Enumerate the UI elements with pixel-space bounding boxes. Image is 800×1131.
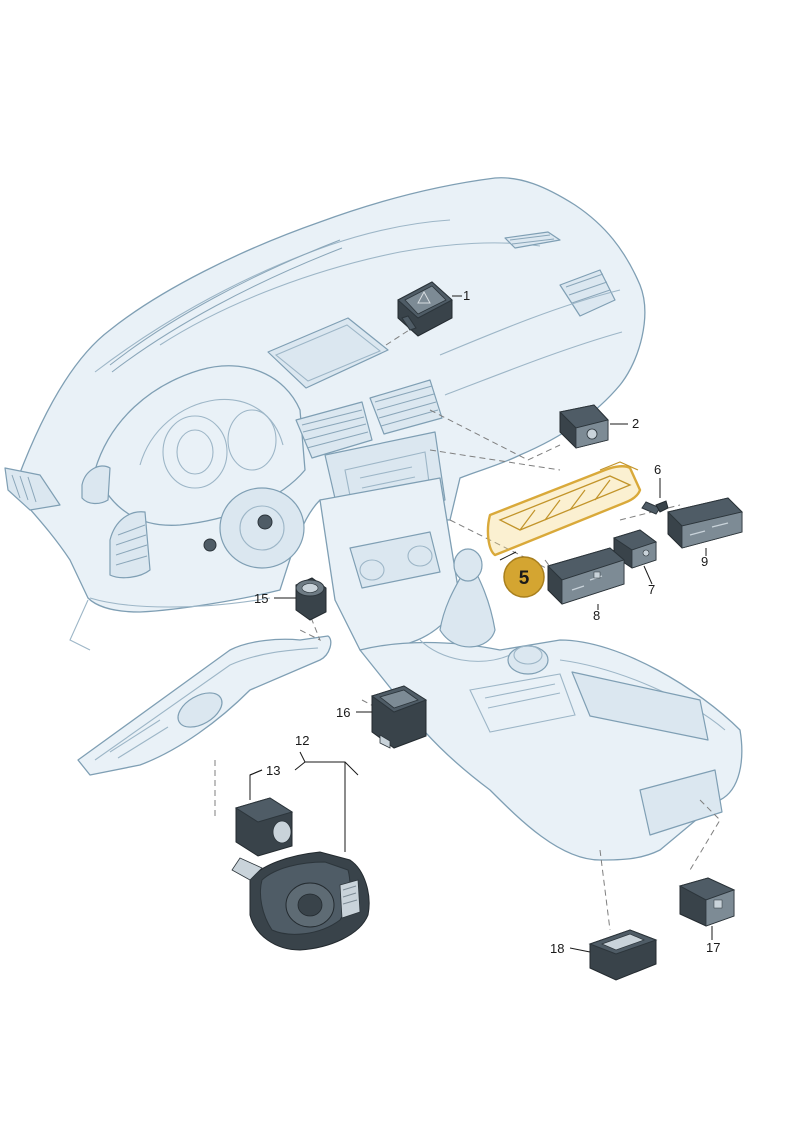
- hazard-switch-part: [397, 281, 453, 337]
- switch-part-2: [558, 404, 609, 449]
- switch-part-13: [234, 797, 294, 857]
- callout-7: 7: [648, 582, 655, 597]
- callout-13: 13: [266, 763, 280, 778]
- switch-part-16: [370, 685, 428, 749]
- callout-16: 16: [336, 705, 350, 720]
- screw-part-6: [641, 500, 669, 515]
- switch-part-18: [588, 929, 658, 981]
- light-switch-part-12: [231, 851, 370, 951]
- callout-5-badge: [503, 556, 545, 598]
- callout-1: 1: [463, 288, 470, 303]
- switch-part-7: [612, 529, 658, 569]
- callout-2: 2: [632, 416, 639, 431]
- callout-8: 8: [593, 608, 600, 623]
- callout-labels: 1 2 5 6 7 8 9 12 13 15 16 17 18: [254, 288, 720, 956]
- hazard-triangle-icon: [417, 290, 431, 304]
- door-trim-strip: [77, 635, 332, 776]
- callout-6: 6: [654, 462, 661, 477]
- switch-part-17: [678, 877, 736, 927]
- switch-part-8: [547, 547, 626, 605]
- callout-18: 18: [550, 941, 564, 956]
- start-button-part-15: [295, 577, 327, 621]
- callout-leader-lines: [249, 295, 713, 953]
- callout-12: 12: [295, 733, 309, 748]
- callout-15: 15: [254, 591, 268, 606]
- callout-5: 5: [519, 568, 530, 589]
- switch-part-9: [667, 497, 743, 549]
- dashboard-panel: [4, 177, 743, 861]
- center-display-outline: [267, 317, 389, 389]
- callout-17: 17: [706, 940, 720, 955]
- callout-9: 9: [701, 554, 708, 569]
- highlighted-switch-bezel-part-5: [486, 461, 642, 557]
